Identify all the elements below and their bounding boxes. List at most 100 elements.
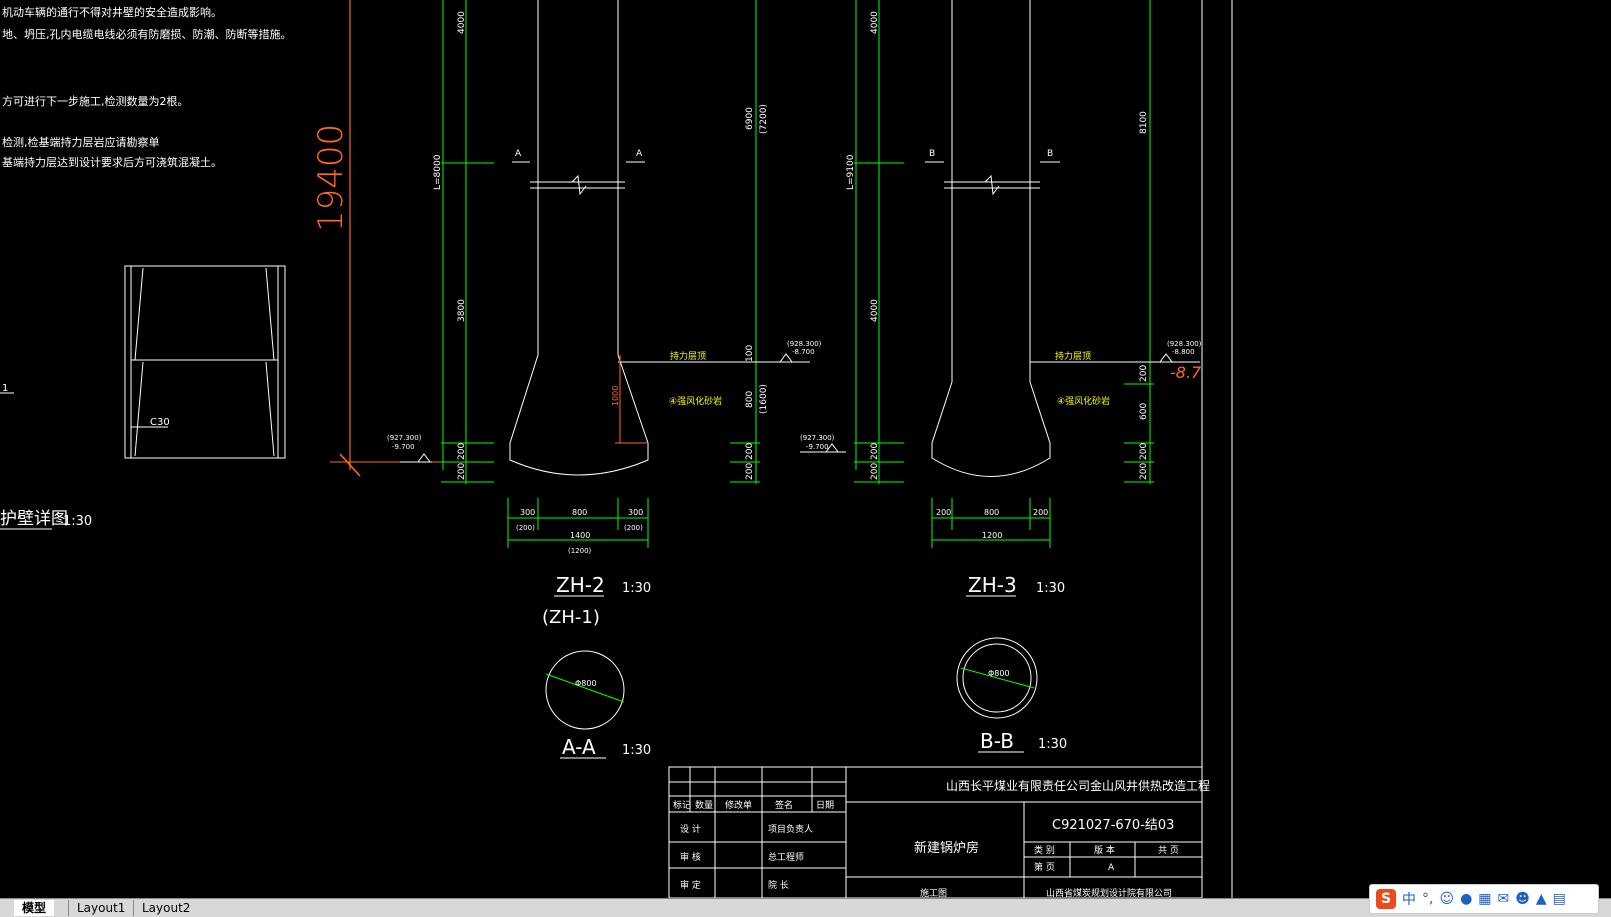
note-line-5: 基端持力层达到设计要求后方可浇筑混凝土。 [2,155,222,169]
tb-h-mark: 标记 [673,799,691,811]
section-bb-circle-outer [956,637,1038,719]
section-bb-title: B-B [980,729,1014,753]
zh3-sand-label: ④强风化砂岩 [1057,395,1110,407]
emoji-icon[interactable]: ☺ [1439,891,1455,907]
dimension-19400: 19400 [311,124,351,232]
tb-project-title: 山西长平煤业有限责任公司金山风井供热改造工程 [946,778,1210,793]
punctuation-icon[interactable]: °, [1422,891,1434,907]
tb-r-check: 审 核 [680,851,701,863]
zh3-section-mark-right: B [1047,149,1053,159]
zh3-bearing-elev2: -8.800 [1172,348,1195,356]
sogou-logo-icon[interactable]: S [1376,889,1396,909]
zh3-pile-drawing [800,0,1200,548]
tb-r-design: 设 计 [680,823,701,835]
zh3-handwritten-note: -8.7 [1170,363,1202,382]
note-line-3: 方可进行下一步施工,检测数量为2根。 [2,94,189,108]
zh3-bearing-label: 持力层顶 [1055,350,1091,362]
tb-sheet-label: 第 页 [1034,861,1055,873]
zh3-w1: 200 [936,508,951,517]
zh2-right-bot2: 200 [745,443,755,460]
zh2-sand-label: ④强风化砂岩 [669,395,722,407]
zh3-left-elev: (927.300) [800,434,835,442]
zh2-left-elev: (927.300) [387,434,422,442]
note-line-1: 机动车辆的通行不得对井壁的安全造成影响。 [2,5,222,19]
menu-grid-icon[interactable]: ▤ [1552,891,1566,907]
zh2-title: ZH-2 [556,573,605,597]
tb-drawing-no: C921027-670-结03 [1052,818,1174,833]
zh3-scale: 1:30 [1036,581,1065,596]
zh2-left-elev2: -9.700 [392,443,415,451]
zh2-bot-dim2: 200 [457,463,467,480]
microphone-icon[interactable]: ● [1460,891,1473,907]
zh2-w3: 300 [628,508,643,517]
section-aa-dia: Φ800 [575,679,597,688]
tb-h-doc: 修改单 [725,799,752,811]
tb-bottom-left: 施工图 [920,887,947,898]
tb-drawing-name: 新建锅炉房 [914,840,979,856]
zh3-top-dim: 4000 [870,11,880,34]
zh3-right-bot3: 200 [1139,443,1149,460]
section-bb-circle-inner [962,643,1032,713]
tab-layout1[interactable]: Layout1 [68,900,133,916]
tab-layout2[interactable]: Layout2 [133,900,198,916]
zh2-l-dim: L=8000 [433,154,443,190]
skin-icon[interactable]: ▲ [1535,891,1547,907]
zh3-right-bot1: 200 [1139,365,1149,382]
tb-r-chief: 总工程师 [768,851,804,863]
zh2-bot-dim1: 200 [457,443,467,460]
keyboard-icon[interactable]: ▦ [1478,891,1492,907]
zh2-bearing-elev: (928.300) [787,340,822,348]
zh2-right-dim-mid2: (1600) [759,384,769,414]
tb-h-count: 数量 [695,799,713,811]
zh3-title: ZH-3 [968,573,1017,597]
zh3-w3: 200 [1033,508,1048,517]
zh2-total-b: (1200) [568,547,592,555]
zh2-pile-drawing [400,0,810,548]
tb-total-label: 共 页 [1158,845,1179,856]
zh2-right-dim-top: 6900 [745,107,755,130]
zh2-hole-dim: 1000 [611,386,620,406]
ime-toolbar[interactable]: S 中 °, ☺ ● ▦ ✉ ☻ ▲ ▤ [1369,884,1599,914]
cad-drawing-canvas[interactable]: 机动车辆的通行不得对井壁的安全造成影响。 地、坍压,孔内电缆电线必须有防磨损、防… [0,0,1611,898]
tools-icon[interactable]: ✉ [1497,891,1510,907]
zh2-bearing-elev2: -8.700 [792,348,815,356]
zh2-w3b: (200) [624,524,643,532]
note-line-4: 检测,检基端持力层岩应请勘察单 [2,135,160,149]
wall-detail-scale: 1:30 [63,514,92,529]
zh2-right-bot1: 100 [745,345,755,362]
section-bb-dia: Φ800 [988,669,1010,678]
zh3-section-mark-left: B [929,149,935,159]
zh3-right-bot4: 200 [1139,463,1149,480]
zh3-left-elev2: -9.700 [806,443,829,451]
zh3-total: 1200 [982,531,1002,540]
section-aa-circle [545,650,625,730]
tb-company: 山西省煤炭规划设计院有限公司 [1046,887,1172,898]
zh2-w2: 800 [572,508,587,517]
zh2-right-bot3: 200 [745,463,755,480]
tb-h-sign: 签名 [775,799,793,811]
tab-model[interactable]: 模型 [14,900,55,916]
tb-r-head: 院 长 [768,879,789,891]
wall-detail-title: 护壁详图 [0,509,68,529]
c30-label: C30 [150,417,170,428]
zh2-w1: 300 [520,508,535,517]
zh2-section-mark-left: A [515,149,522,159]
detail-one-label: 1 [2,383,8,394]
zh2-right-dim-top2: (7200) [759,104,769,134]
zh3-right-dim-top: 8100 [1139,111,1149,134]
note-line-2: 地、坍压,孔内电缆电线必须有防磨损、防潮、防断等措施。 [2,27,292,41]
zh2-right-dim-mid: 800 [745,391,755,408]
layout-tab-bar: 模型 Layout1 Layout2 [0,898,1611,917]
tb-version-label: 版 本 [1094,844,1115,856]
zh2-section-mark-right: A [636,149,643,159]
wall-detail-drawing [124,265,286,459]
zh3-right-bot2: 600 [1139,403,1149,420]
zh2-mid-dim: 3800 [457,299,467,322]
user-icon[interactable]: ☻ [1515,891,1530,907]
tb-stage-label: 类 别 [1034,844,1055,856]
tb-h-date: 日期 [816,800,834,811]
section-bb-scale: 1:30 [1038,737,1067,752]
title-block-grid [668,766,1203,898]
zh2-scale: 1:30 [622,581,651,596]
ime-mode-chinese[interactable]: 中 [1402,892,1416,908]
